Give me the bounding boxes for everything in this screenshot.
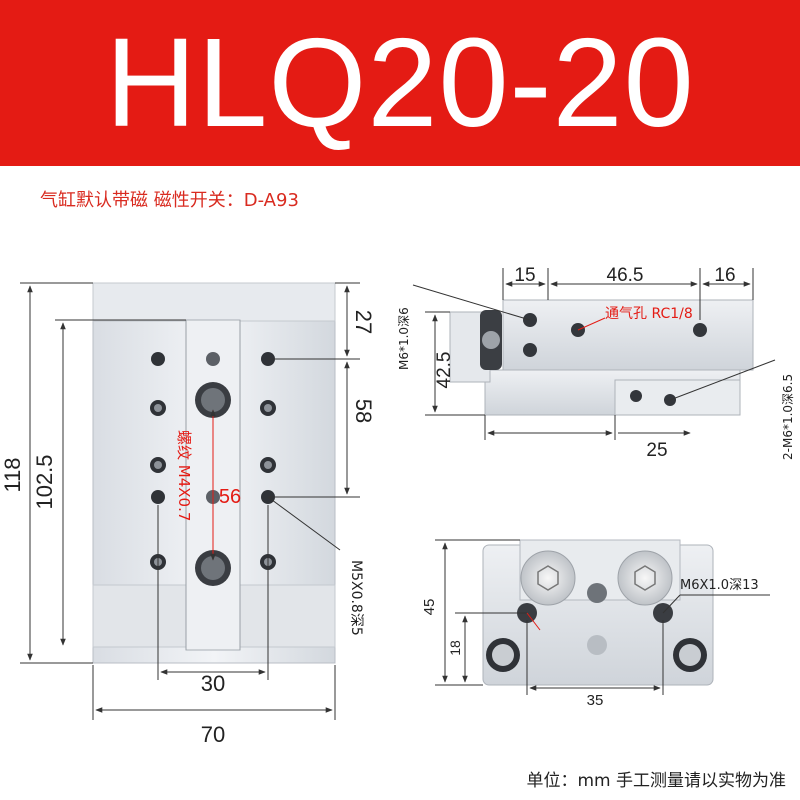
dim-15: 15 (514, 265, 535, 286)
dim-102-5: 102.5 (32, 454, 57, 509)
dim-45: 45 (421, 599, 438, 616)
dim-27: 27 (351, 310, 376, 334)
port-callout: 通气孔 RC1/8 (605, 306, 693, 322)
dim-18: 18 (447, 640, 463, 656)
dim-46-5: 46.5 (607, 265, 644, 286)
front-top-cap (92, 282, 336, 322)
dim-30: 30 (201, 671, 225, 696)
thread-callout: 螺纹 M4X0.7 (175, 430, 193, 521)
m6-end-callout: M6X1.0深13 (680, 578, 759, 593)
m6-left-callout: M6*1.0深6 (397, 307, 411, 370)
model-title: HLQ20-20 (105, 12, 695, 153)
dim-42-5: 42.5 (434, 352, 455, 389)
end-view: 45 18 35 M6X1.0深13 (421, 539, 770, 709)
magnet-note: 气缸默认带磁 磁性开关：D-A93 (40, 190, 299, 211)
m5-callout: M5X0.8深5 (348, 560, 364, 636)
dim-56: 56 (219, 486, 241, 508)
dim-25: 25 (646, 440, 667, 461)
footer-note: 单位：mm 手工测量请以实物为准 (526, 771, 786, 791)
side-view: 15 46.5 16 42.5 25 通气孔 RC1/8 M6*1.0深6 2-… (397, 265, 795, 461)
dim-16: 16 (714, 265, 735, 286)
front-view: 27 58 102.5 118 30 70 螺纹 M4X0.7 56 M5X0.… (0, 282, 376, 747)
end-roller-right (617, 550, 673, 606)
dim-118: 118 (0, 457, 25, 492)
title-banner (0, 0, 800, 166)
dim-70: 70 (201, 722, 225, 747)
m6-right-callout: 2-M6*1.0深6.5 (781, 374, 795, 460)
dim-35: 35 (587, 692, 604, 709)
dim-58: 58 (351, 399, 376, 423)
end-roller-left (520, 550, 576, 606)
